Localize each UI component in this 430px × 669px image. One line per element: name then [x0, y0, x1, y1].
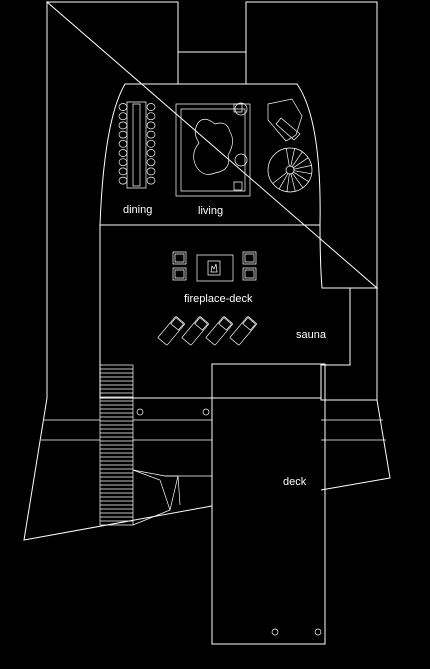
columns: [137, 409, 321, 635]
dining-chair: [147, 104, 155, 111]
dining-chair: [119, 104, 127, 111]
main-room-outline: [100, 84, 350, 400]
sun-lounger: [158, 316, 185, 345]
stair-tread: [279, 174, 288, 190]
building-outline: [24, 2, 390, 540]
fireplace-seating: [173, 252, 256, 281]
stair-tread: [291, 174, 295, 191]
label-fireplace-deck: fireplace-deck: [184, 293, 253, 305]
stair-tread: [292, 152, 302, 167]
dining-chair: [147, 122, 155, 129]
stair-newel: [286, 166, 294, 174]
deck: [212, 364, 325, 644]
label-deck: deck: [283, 476, 307, 488]
dining-chair: [119, 168, 127, 175]
dining-chair: [147, 113, 155, 120]
terrace-lines: [41, 420, 386, 525]
spiral-stair: [268, 148, 312, 192]
stair-tread: [293, 158, 308, 168]
dining-chair: [147, 177, 155, 184]
dining-chair: [147, 159, 155, 166]
label-dining: dining: [123, 204, 152, 216]
sun-loungers: [158, 316, 257, 345]
sun-lounger: [206, 316, 233, 345]
stair-tread: [293, 172, 308, 182]
stair-tread: [294, 171, 312, 174]
stair-tread: [292, 173, 303, 188]
dining-chair: [147, 131, 155, 138]
stair-tread: [294, 165, 312, 169]
living-sofa-set: [176, 103, 250, 196]
dining-chair: [119, 122, 127, 129]
dining-chair: [147, 168, 155, 175]
dining-chair: [147, 140, 155, 147]
label-living: living: [198, 205, 223, 217]
exterior-stair: [100, 365, 133, 525]
dining-chair: [119, 177, 127, 184]
lounge-chair: [268, 99, 302, 141]
stair-tread: [291, 149, 295, 167]
dining-chair: [119, 159, 127, 166]
sun-lounger: [182, 316, 209, 345]
stair-tread: [287, 174, 290, 192]
dining-chair: [147, 150, 155, 157]
label-sauna: sauna: [296, 329, 327, 341]
dining-table: [119, 102, 155, 188]
dining-chair: [119, 150, 127, 157]
stair-tread: [286, 148, 289, 166]
dining-chair: [119, 113, 127, 120]
sun-lounger: [230, 316, 257, 345]
stair-tread: [273, 173, 287, 184]
dining-chair: [119, 140, 127, 147]
dining-chair: [119, 131, 127, 138]
